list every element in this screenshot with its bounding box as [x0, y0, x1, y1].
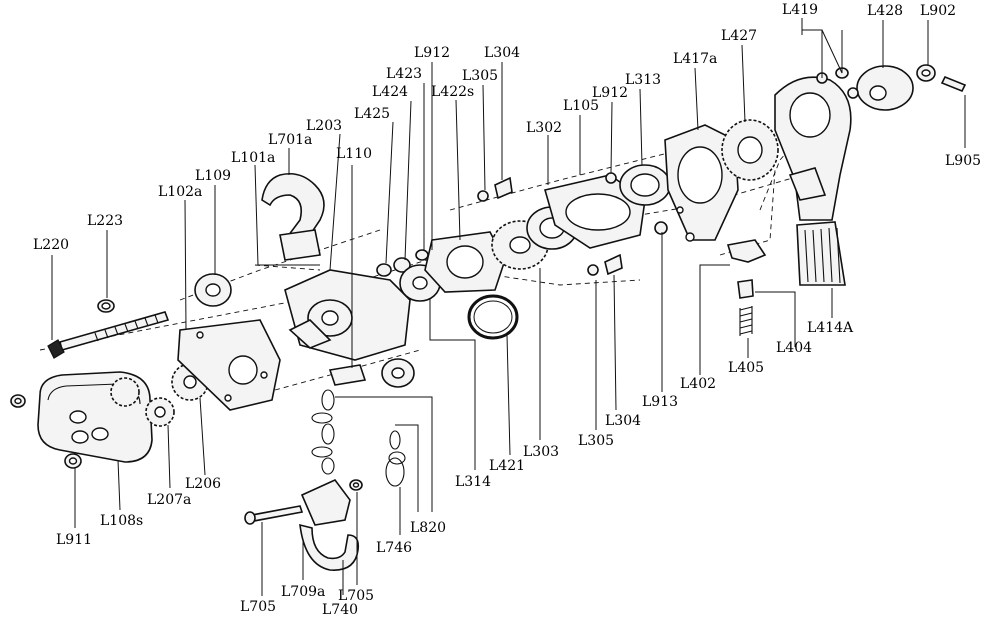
- label-L108s: L108s: [100, 513, 143, 529]
- label-L105: L105: [563, 98, 599, 114]
- lever-gear-part: [721, 119, 779, 181]
- label-L422s: L422s: [431, 84, 474, 100]
- frame-plate-part: [177, 319, 281, 411]
- label-L423: L423: [386, 66, 422, 82]
- label-L414A: L414A: [807, 320, 854, 336]
- nut-part: [10, 394, 82, 469]
- label-L705-left: L705: [240, 599, 276, 615]
- label-L425: L425: [354, 106, 390, 122]
- lever-handle-part: [774, 76, 852, 286]
- main-housing-part: [284, 269, 415, 388]
- label-L405: L405: [728, 360, 764, 376]
- label-L427: L427: [721, 28, 757, 44]
- label-L313: L313: [625, 72, 661, 88]
- bearing-part: [194, 273, 232, 307]
- label-L102a: L102a: [158, 184, 202, 200]
- label-L417a: L417a: [673, 51, 717, 67]
- shaft-part: [47, 299, 170, 359]
- label-L912-top: L912: [414, 45, 450, 61]
- label-L912-right: L912: [592, 85, 628, 101]
- label-L701a: L701a: [268, 132, 312, 148]
- load-chain-part: [311, 389, 335, 475]
- label-L110: L110: [336, 146, 372, 162]
- label-L740: L740: [322, 602, 358, 618]
- bearing-ring-part: [619, 164, 671, 206]
- label-L911: L911: [56, 532, 92, 548]
- label-L902: L902: [920, 3, 956, 19]
- label-L820: L820: [410, 520, 446, 536]
- label-L101a: L101a: [231, 150, 275, 166]
- label-L203: L203: [306, 118, 342, 134]
- label-L220: L220: [33, 237, 69, 253]
- spur-gears-part: [110, 363, 209, 427]
- label-L421: L421: [489, 458, 525, 474]
- label-L428: L428: [867, 3, 903, 19]
- label-L305-top: L305: [462, 68, 498, 84]
- part-labels: L419 L428 L902 L427 L417a L313 L912 L105…: [33, 2, 981, 618]
- label-L905: L905: [945, 153, 981, 169]
- chain-anchor-part: [385, 430, 406, 487]
- label-L709a: L709a: [281, 584, 325, 600]
- label-L314: L314: [455, 474, 491, 490]
- lever-frame-part: [664, 124, 739, 242]
- label-L207a: L207a: [147, 492, 191, 508]
- label-L303: L303: [523, 444, 559, 460]
- bottom-hook-part: [244, 479, 363, 571]
- label-L419: L419: [782, 2, 818, 18]
- brake-pawl-part: [328, 364, 367, 386]
- label-L302: L302: [526, 120, 562, 136]
- label-L913: L913: [642, 394, 678, 410]
- pawl-spring-part: [477, 176, 623, 276]
- label-L109: L109: [195, 168, 231, 184]
- brake-plate-part: [424, 231, 506, 293]
- nut-part: [605, 172, 668, 235]
- label-L223: L223: [87, 213, 123, 229]
- label-L402: L402: [680, 376, 716, 392]
- snap-ring-part: [467, 294, 519, 340]
- label-L304-top: L304: [484, 45, 520, 61]
- label-L206: L206: [185, 476, 221, 492]
- label-L404: L404: [776, 340, 812, 356]
- label-L746: L746: [376, 540, 412, 556]
- label-L705-right: L705: [338, 588, 374, 604]
- leader-lines: [51, 18, 966, 596]
- top-hook-part: [261, 172, 325, 261]
- label-L305-bottom: L305: [578, 433, 614, 449]
- lever-pawl-part: [726, 239, 767, 336]
- label-L304-bottom: L304: [605, 413, 641, 429]
- label-L424: L424: [372, 84, 408, 100]
